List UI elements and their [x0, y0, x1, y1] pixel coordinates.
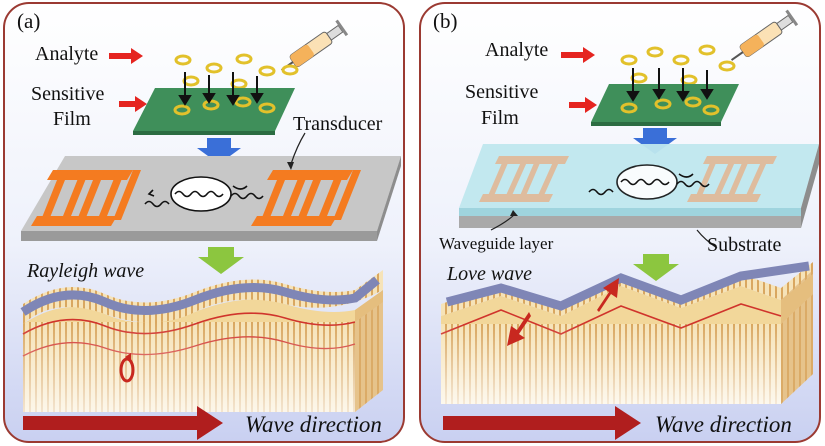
adsorption-arrows: [626, 68, 714, 102]
substrate-plate: [459, 216, 801, 228]
wave-direction-arrow: [443, 406, 641, 440]
substrate-label: Substrate: [707, 234, 782, 256]
down-arrow-icon: [197, 138, 241, 164]
idt-right: [251, 170, 361, 226]
analyte-molecules: [174, 53, 299, 90]
adsorption-arrows: [178, 72, 264, 106]
down-arrow-icon: [633, 254, 679, 281]
analyte-molecules: [620, 44, 736, 86]
analyte-label: Analyte: [485, 39, 549, 61]
panel-b: (b) Analyte Sensitive Film Waveguide lay…: [419, 2, 821, 443]
film-label-line1: Sensitive: [31, 83, 105, 105]
down-arrow-icon: [633, 128, 677, 154]
wave-packet-icon: [588, 164, 710, 200]
film-label-line2: Film: [481, 107, 519, 129]
analyte-label: Analyte: [35, 43, 99, 65]
waveguide-label: Waveguide layer: [439, 234, 554, 253]
film-label-line2: Film: [53, 108, 91, 130]
shear-arrow-down: [507, 312, 531, 346]
wave-name-label: Love wave: [447, 263, 532, 285]
wave-name-label: Rayleigh wave: [27, 260, 145, 282]
red-pointer-arrows: [561, 47, 597, 113]
red-pointer-arrows: [109, 48, 147, 112]
rayleigh-wave-block: [20, 270, 383, 412]
panel-a-illustration: [20, 19, 401, 440]
idt-left: [479, 156, 569, 202]
idt-right: [687, 156, 777, 202]
panel-b-illustration: [440, 9, 819, 440]
down-arrow-icon: [198, 247, 244, 274]
panel-b-tag: (b): [433, 9, 458, 33]
wave-direction-label: Wave direction: [245, 412, 382, 437]
film-label-line1: Sensitive: [465, 81, 539, 103]
transducer-label: Transducer: [293, 113, 383, 135]
love-wave-block: [440, 261, 813, 404]
panel-a-tag: (a): [17, 9, 41, 33]
rotation-arrow-icon: [119, 353, 135, 383]
idt-left: [31, 170, 141, 226]
shear-arrow-up: [597, 278, 619, 312]
syringe-icon: [730, 9, 799, 61]
wave-direction-label: Wave direction: [655, 412, 792, 437]
syringe-icon: [280, 19, 349, 71]
wave-packet-icon: [144, 176, 264, 212]
wave-direction-arrow: [23, 406, 223, 440]
panel-a: (a) Analyte Sensitive Film Transducer Ra…: [3, 2, 405, 443]
